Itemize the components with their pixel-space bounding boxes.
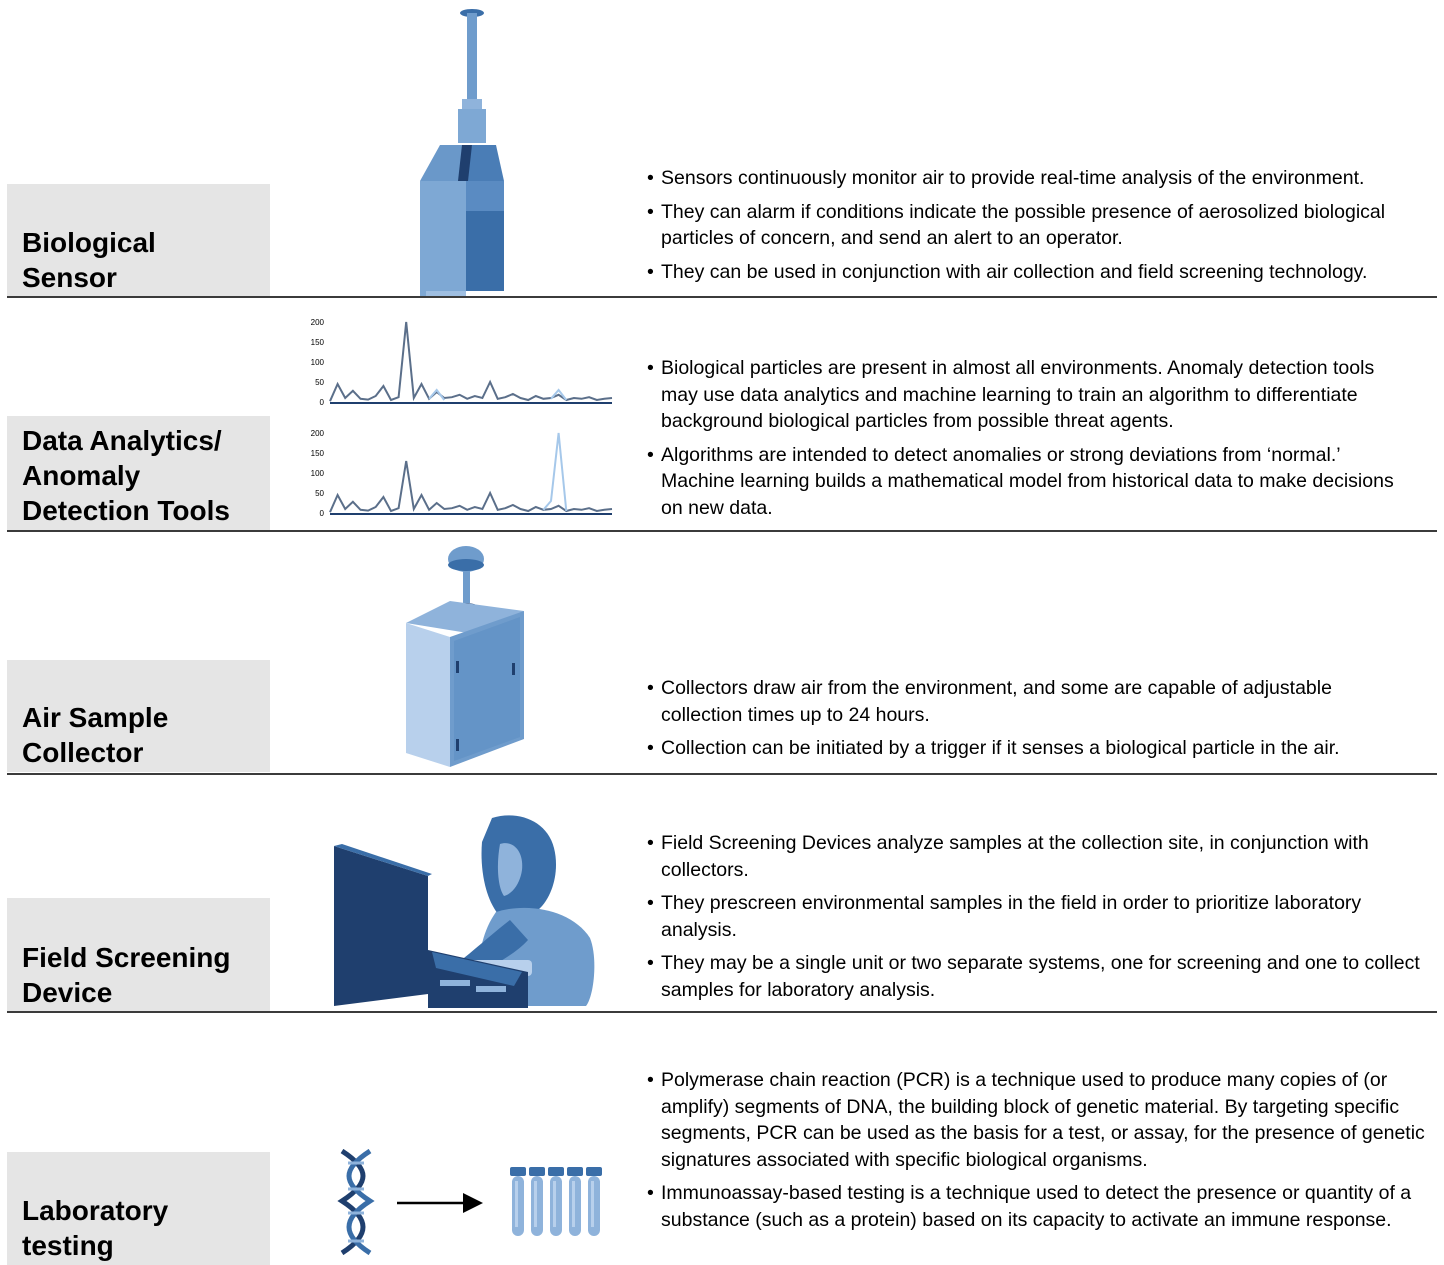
bullet-item: •Sensors continuously monitor air to pro… <box>647 167 1365 189</box>
bullet-item: •Immunoassay-based testing is a techniqu… <box>647 1182 1412 1231</box>
row-label-box: Field Screening Device <box>7 898 270 1012</box>
bullet-item: •Polymerase chain reaction (PCR) is a te… <box>647 1069 1425 1171</box>
row-label: Laboratory testing <box>22 1195 169 1261</box>
y-tick-label: 200 <box>311 429 325 438</box>
bullet-item: •Algorithms are intended to detect anoma… <box>647 443 1394 519</box>
bullet-item: •Field Screening Devices analyze samples… <box>647 832 1369 881</box>
bullet-item: •They can be used in conjunction with ai… <box>647 260 1368 283</box>
row-data-analytics: Data Analytics/ Anomaly Detection Tools … <box>0 300 1444 533</box>
row-divider <box>7 773 1437 775</box>
bullet-item: •Collection can be initiated by a trigge… <box>647 737 1340 759</box>
bullet-item: •Collectors draw air from the environmen… <box>647 677 1332 726</box>
y-tick-label: 50 <box>315 489 324 498</box>
bullet-list: •Polymerase chain reaction (PCR) is a te… <box>647 1067 1437 1240</box>
series-line-baseline <box>329 460 613 513</box>
test-tube <box>510 1167 526 1236</box>
row-label-box: Data Analytics/ Anomaly Detection Tools <box>7 416 270 530</box>
test-tube <box>529 1167 545 1236</box>
row-divider <box>7 296 1437 298</box>
row-field-screening: Field Screening Device •Field Screening … <box>0 775 1444 1015</box>
anomaly-chart-top: 0 50 100 150 200 <box>311 318 613 407</box>
bullet-list: •Biological particles are present in alm… <box>647 355 1407 528</box>
y-tick-label: 50 <box>315 378 324 387</box>
row-label: Air Sample Collector <box>22 702 169 768</box>
bullet-list: •Collectors draw air from the environmen… <box>647 675 1407 769</box>
bullet-list: •Field Screening Devices analyze samples… <box>647 830 1427 1010</box>
arrow-right-icon <box>397 1193 483 1213</box>
bullet-item: •They may be a single unit or two separa… <box>647 952 1420 1001</box>
series-line-anomaly <box>428 388 568 401</box>
row-label: Field Screening Device <box>22 942 231 1008</box>
test-tubes-icon <box>510 1167 602 1236</box>
row-label-box: Laboratory testing <box>7 1152 270 1265</box>
y-tick-label: 100 <box>311 469 325 478</box>
row-label-box: Air Sample Collector <box>7 660 270 772</box>
y-tick-label: 100 <box>311 358 325 367</box>
test-tube <box>567 1167 583 1236</box>
row-air-sample-collector: Air Sample Collector •Collectors draw ai… <box>0 533 1444 775</box>
bullet-item: •Biological particles are present in alm… <box>647 357 1375 432</box>
series-line-anomaly <box>542 432 568 512</box>
dna-helix-icon <box>337 1149 375 1255</box>
test-tube <box>586 1167 602 1236</box>
air-collector-cabinet-icon <box>406 546 524 767</box>
row-divider <box>7 530 1437 532</box>
person-at-device-icon <box>334 815 595 1008</box>
row-label-box: Biological Sensor <box>7 184 270 297</box>
row-divider <box>7 1011 1437 1013</box>
series-line-baseline <box>329 321 613 402</box>
test-tube <box>548 1167 564 1236</box>
air-sensor-tower-icon <box>420 9 504 297</box>
y-tick-label: 150 <box>311 338 325 347</box>
y-tick-label: 0 <box>320 398 325 407</box>
row-laboratory-testing: Laboratory testing •Polymerase chain rea… <box>0 1015 1444 1265</box>
bullet-item: •They can alarm if conditions indicate t… <box>647 200 1386 250</box>
row-label: Data Analytics/ Anomaly Detection Tools <box>22 425 230 526</box>
y-tick-label: 150 <box>311 449 325 458</box>
row-biological-sensor: Biological Sensor •Sensors continuously … <box>0 0 1444 300</box>
bullet-item: •They prescreen environmental samples in… <box>647 892 1362 941</box>
anomaly-chart-bottom: 0 50 100 150 200 <box>311 429 613 518</box>
bullet-list: •Sensors continuously monitor air to pro… <box>647 165 1437 292</box>
y-tick-label: 0 <box>320 509 325 518</box>
row-label: Biological Sensor <box>22 227 156 293</box>
y-tick-label: 200 <box>311 318 325 327</box>
